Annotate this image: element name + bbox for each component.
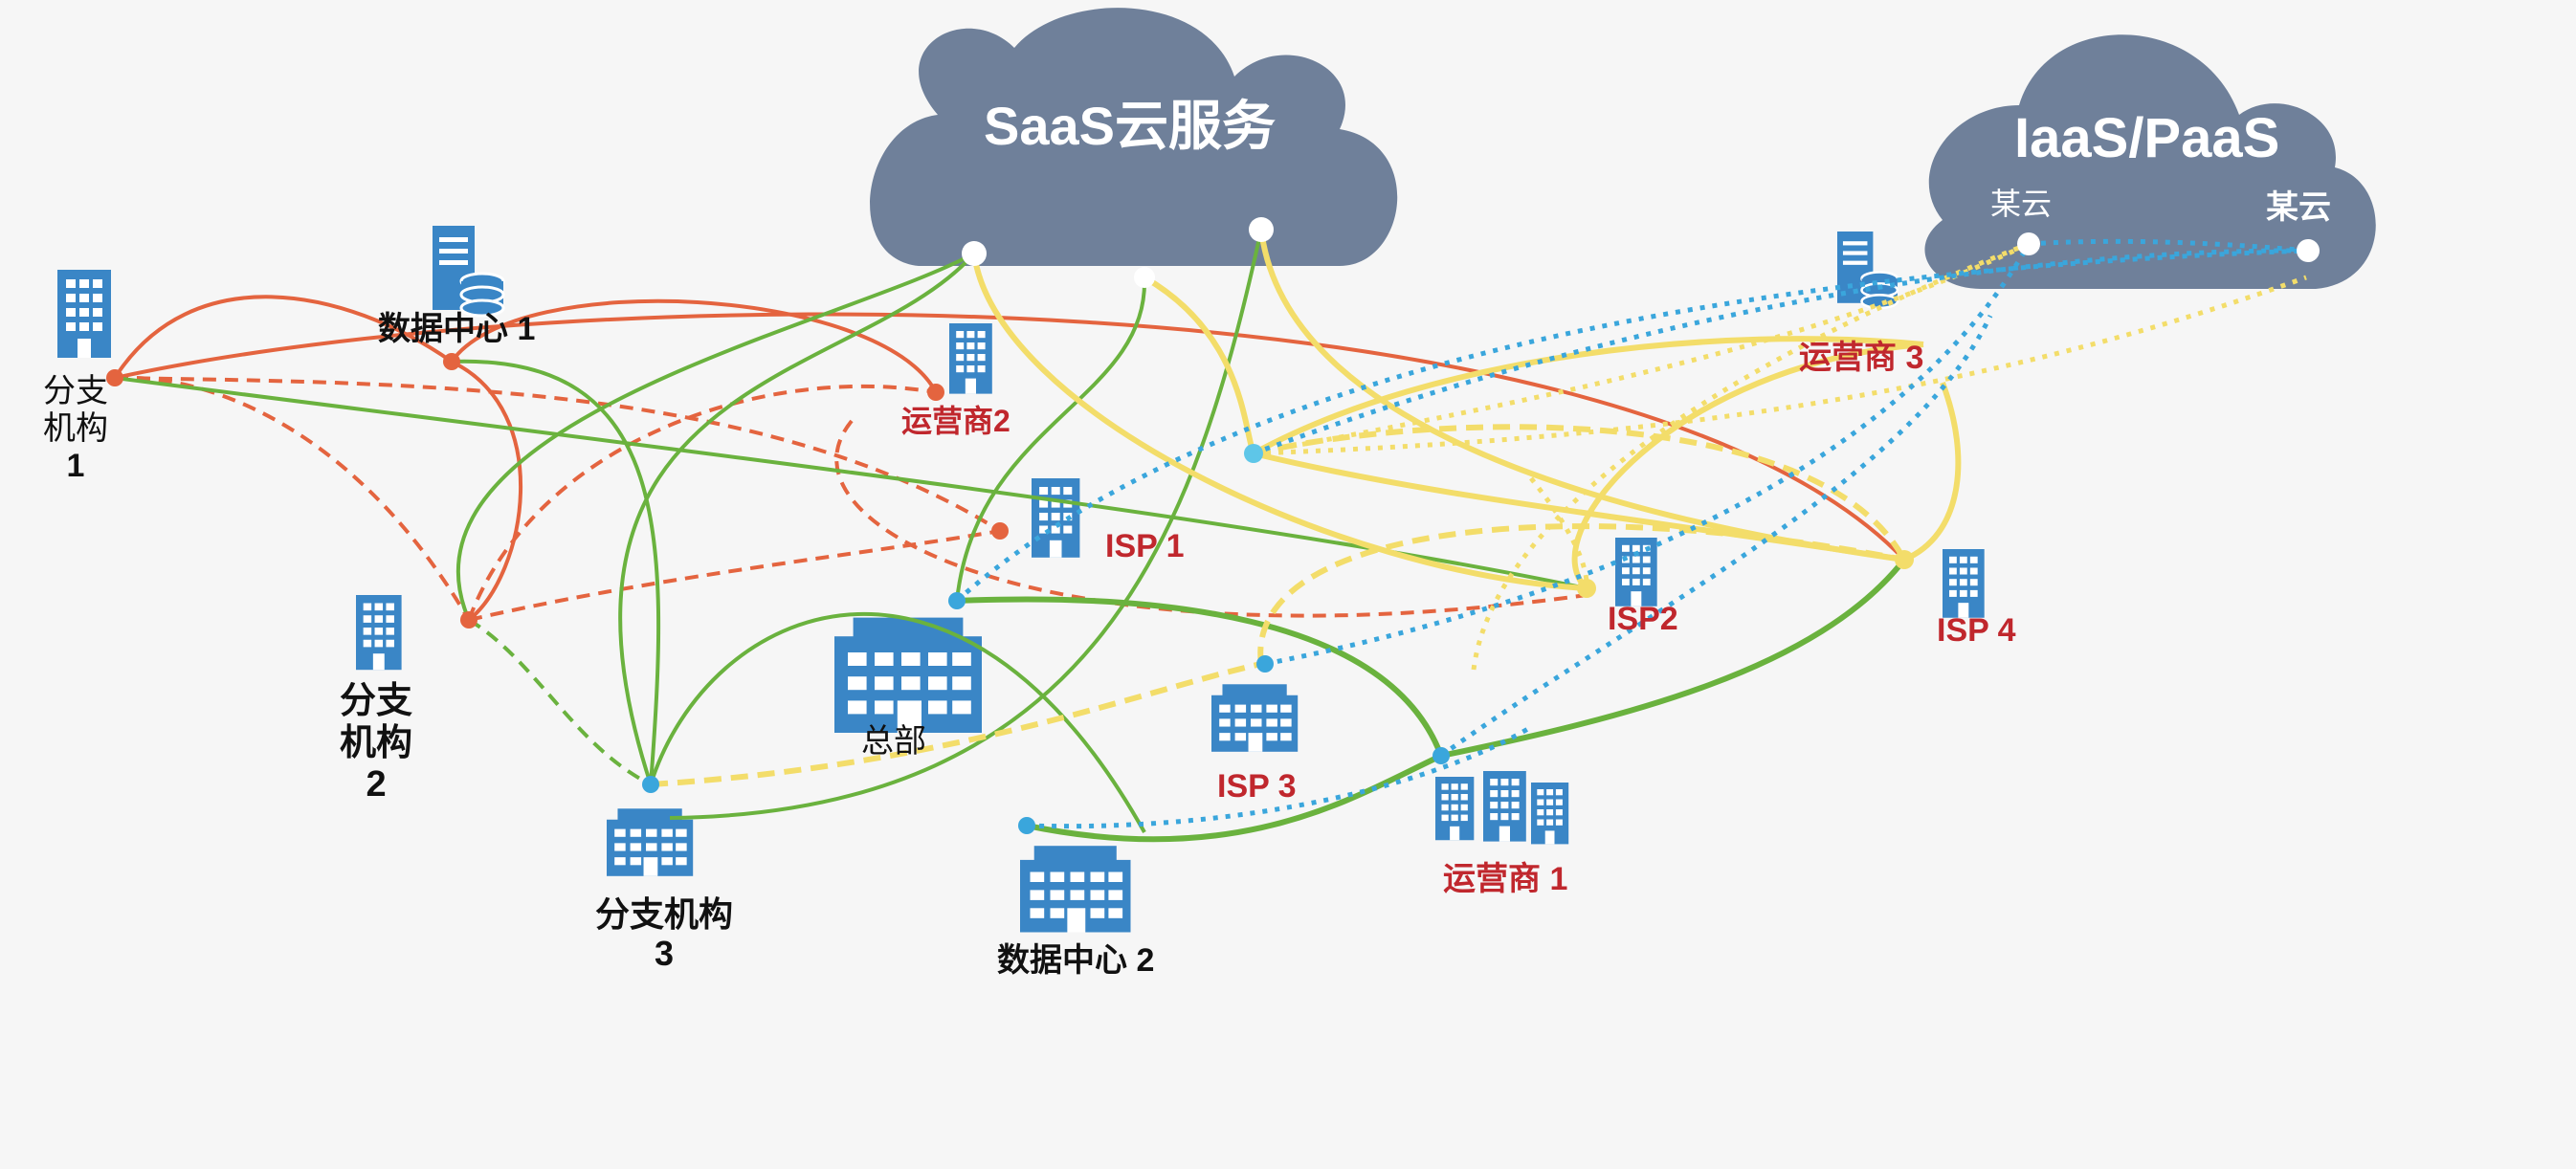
iaas-cloud-title: IaaS/PaaS (2014, 107, 2280, 169)
isp4-building-icon (1943, 549, 1985, 618)
branch2-label-line3: 2 (366, 764, 387, 805)
branch2-label-line1: 分支 (340, 681, 413, 721)
branch1-label: 分支 机构 1 (43, 373, 108, 485)
isp1-label: ISP 1 (1105, 528, 1185, 564)
carrier2-building-icon (949, 323, 992, 394)
dc2-building-icon (1020, 846, 1131, 933)
branch3-label-line2: 3 (654, 934, 675, 974)
branch3-label: 分支机构 3 (595, 894, 733, 974)
isp4-label: ISP 4 (1937, 612, 2016, 649)
saas-cloud (870, 8, 1398, 267)
carrier1-buildings-icon (1435, 771, 1569, 845)
carrier2-label: 运营商2 (901, 404, 1010, 438)
blue-links (955, 238, 2309, 829)
dc1-label: 数据中心 1 (378, 311, 536, 347)
dc2-label: 数据中心 2 (997, 942, 1155, 979)
junction-dots (106, 217, 2320, 834)
branch1-label-line1: 分支 (43, 373, 108, 409)
yellow-links (650, 229, 2307, 787)
branch1-label-line2: 机构 (43, 410, 108, 448)
branch2-label: 分支 机构 2 (340, 681, 412, 806)
carrier3-label: 运营商 3 (1799, 340, 1924, 376)
carrier3-server-icon (1835, 230, 1899, 310)
saas-cloud-title: SaaS云服务 (984, 96, 1276, 156)
branch2-building-icon (356, 595, 402, 671)
isp3-building-icon (1211, 684, 1299, 752)
branch1-building-icon (57, 270, 111, 358)
isp3-label: ISP 3 (1217, 768, 1297, 805)
iaas-node-left-label: 某云 (1990, 187, 2053, 221)
iaas-node-right-label: 某云 (2266, 189, 2331, 226)
isp2-building-icon (1615, 538, 1657, 607)
dc1-server-icon (431, 224, 505, 318)
carrier1-label: 运营商 1 (1443, 861, 1568, 897)
isp1-building-icon (1032, 478, 1080, 558)
iaas-cloud (1924, 34, 2376, 289)
hq-label: 总部 (861, 723, 926, 760)
branch3-label-line1: 分支机构 (595, 894, 734, 934)
branch1-label-line3: 1 (66, 448, 85, 485)
isp2-label: ISP2 (1608, 601, 1678, 637)
green-links (114, 229, 1907, 843)
branch2-label-line2: 机构 (340, 722, 413, 763)
